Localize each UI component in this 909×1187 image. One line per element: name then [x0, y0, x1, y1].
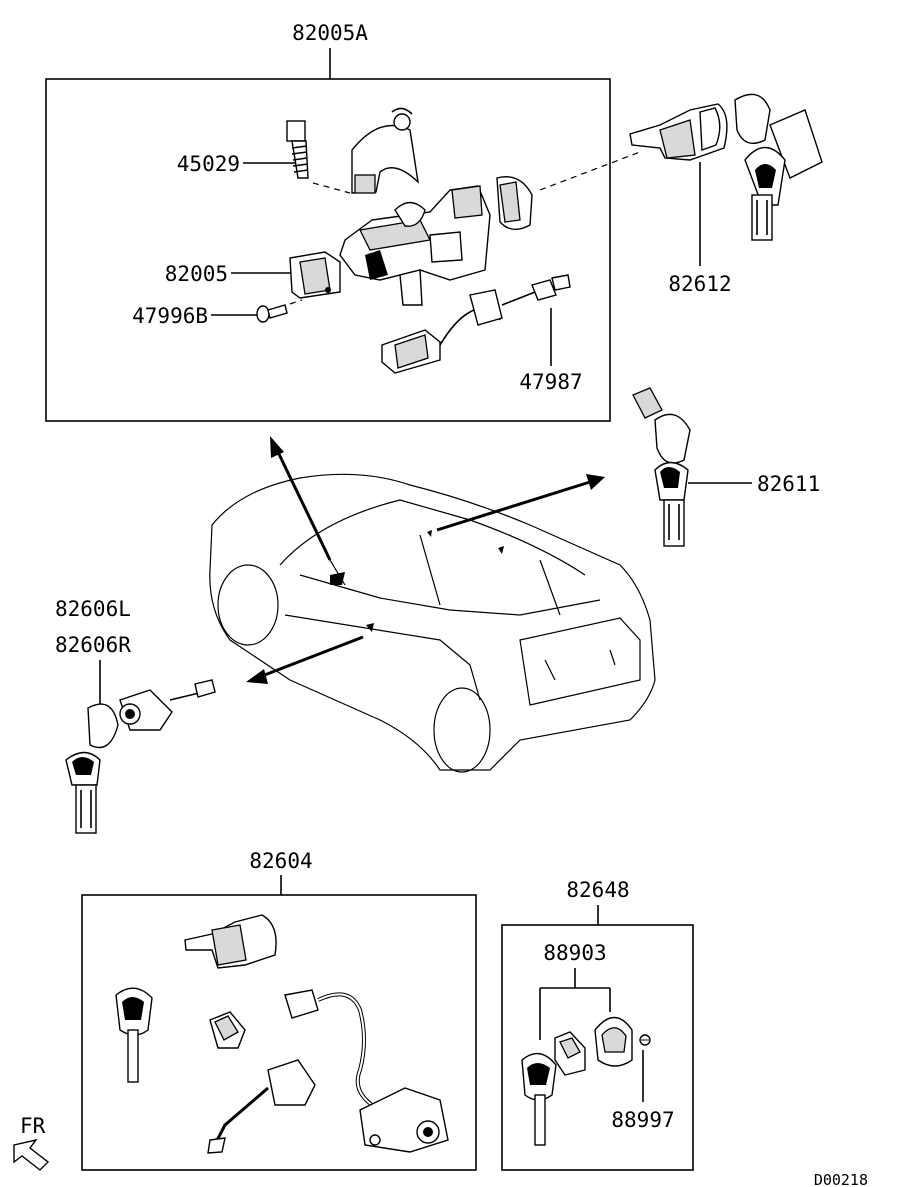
- key-82611-group: 82611: [632, 387, 820, 547]
- arrow-to-door-lock: [261, 635, 364, 678]
- callout-82005A[interactable]: 82005A: [292, 21, 368, 45]
- arrowhead-left-icon: [246, 669, 268, 684]
- ignition-switch-assembly-group: 82005A 45029 82005: [45, 21, 641, 422]
- steering-lock-body-icon: [339, 107, 641, 306]
- key-head-cover-88903-icon: [594, 1016, 633, 1067]
- door-cylinder-82604-icon: [207, 1059, 316, 1154]
- assembly-box-82005A: [45, 78, 611, 422]
- callout-82604[interactable]: 82604: [249, 849, 312, 873]
- transponder-case-88903-icon: [554, 1031, 586, 1076]
- location-arrows: [246, 436, 605, 684]
- callout-82611[interactable]: 82611: [757, 472, 820, 496]
- assembly-box-82604: [81, 894, 477, 1171]
- callout-45029[interactable]: 45029: [177, 152, 240, 176]
- screw-88997-icon: [639, 1034, 651, 1046]
- callout-82606L[interactable]: 82606L: [55, 597, 131, 621]
- callout-47996B[interactable]: 47996B: [132, 304, 208, 328]
- key-82604-icon: [115, 987, 153, 1083]
- arrowhead-right-icon: [586, 474, 605, 490]
- callout-88997[interactable]: 88997: [611, 1108, 674, 1132]
- small-connector-82604-icon: [209, 1011, 246, 1049]
- callout-82005[interactable]: 82005: [165, 262, 228, 286]
- direction-label: FR: [20, 1114, 46, 1138]
- leader-88903: [539, 968, 611, 1040]
- door-lock-cylinder-group: 82606L 82606R: [55, 597, 216, 834]
- harness-82604-icon: [284, 989, 374, 1107]
- front-direction-indicator: FR: [13, 1114, 50, 1171]
- key-kit-82648-group: 82648 88903 88997: [501, 878, 694, 1171]
- arrowhead-up-icon: [270, 436, 284, 458]
- key-blank-88903-icon: [521, 1052, 557, 1146]
- key-82606-icon: [65, 703, 119, 834]
- callout-82648[interactable]: 82648: [566, 878, 629, 902]
- lock-cylinder-key-set-82612: 82612: [629, 93, 823, 296]
- callout-82612[interactable]: 82612: [668, 272, 731, 296]
- key-82612-icon: [734, 93, 823, 241]
- screw-47996B-icon: [256, 299, 303, 323]
- lock-cylinder-82612-icon: [629, 103, 728, 161]
- callout-88903[interactable]: 88903: [543, 941, 606, 965]
- trunk-lock-82604-icon: [359, 1087, 449, 1153]
- lock-set-82604-group: 82604: [81, 849, 477, 1171]
- front-arrow-icon: [13, 1138, 50, 1171]
- vehicle-outline-illustration: [209, 473, 656, 773]
- bolt-45029-icon: [286, 120, 351, 194]
- ignition-cylinder-82604-icon: [184, 914, 277, 969]
- callout-47987[interactable]: 47987: [519, 370, 582, 394]
- arrow-to-ignition: [275, 449, 332, 561]
- callout-82606R[interactable]: 82606R: [55, 633, 131, 657]
- door-lock-cylinder-icon: [119, 679, 216, 731]
- immobilizer-harness-47987-icon: [381, 274, 571, 374]
- drawing-code: D00218: [814, 1171, 868, 1187]
- arrow-to-82611: [436, 480, 591, 532]
- key-82611-icon: [632, 387, 691, 547]
- ignition-switch-82005-icon: [289, 251, 341, 299]
